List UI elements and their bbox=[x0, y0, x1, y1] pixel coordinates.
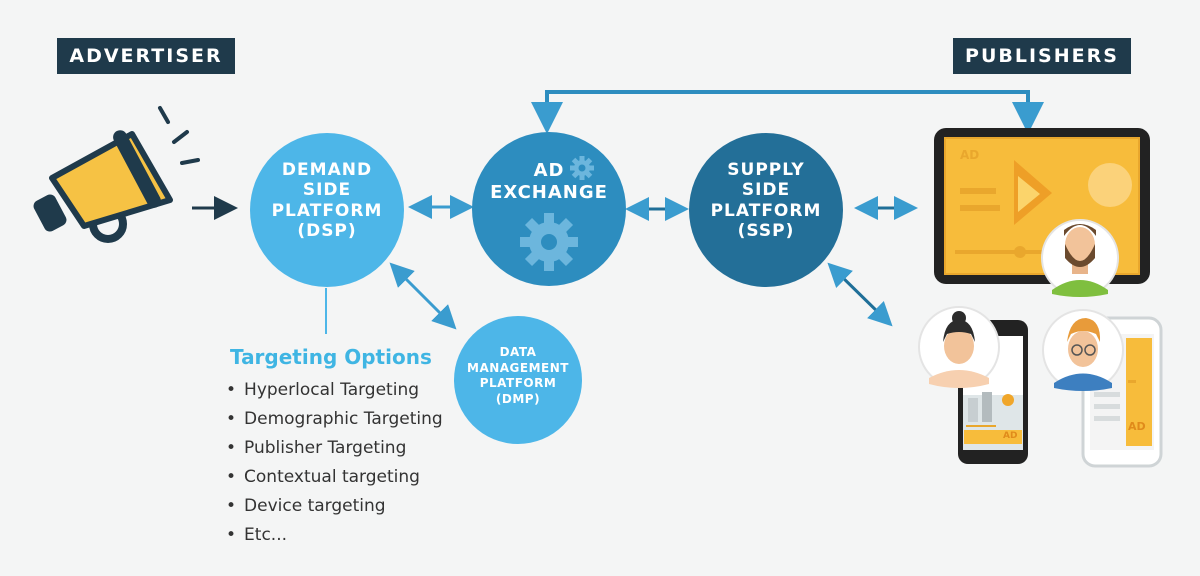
ssp-mobile-arrow bbox=[827, 262, 893, 327]
dmp-circle bbox=[454, 316, 582, 444]
dsp-line-3: PLATFORM bbox=[271, 200, 383, 221]
ssp-text: SUPPLY SIDE PLATFORM (SSP) bbox=[696, 160, 836, 242]
dmp-line-3: PLATFORM bbox=[479, 376, 557, 391]
dmp-line-4: (DMP) bbox=[495, 391, 541, 406]
man-beard-avatar bbox=[1041, 219, 1119, 297]
adx-line-2: EXCHANGE bbox=[490, 181, 608, 203]
adx-text: AD EXCHANGE bbox=[479, 160, 619, 203]
megaphone-icon bbox=[33, 106, 200, 243]
targeting-list: Hyperlocal Targeting Demographic Targeti… bbox=[226, 376, 443, 550]
ssp-line-3: PLATFORM bbox=[710, 200, 822, 221]
publishers-label: PUBLISHERS bbox=[953, 38, 1131, 74]
phone-ad-label: AD bbox=[1003, 431, 1018, 441]
adx-publisher-arrow bbox=[531, 90, 1044, 134]
targeting-item: Demographic Targeting bbox=[226, 405, 443, 434]
dsp-dmp-arrow bbox=[389, 262, 457, 330]
ssp-line-1: SUPPLY bbox=[727, 160, 805, 180]
woman-avatar bbox=[918, 306, 1000, 388]
targeting-item: Contextual targeting bbox=[226, 463, 443, 492]
dsp-line-1: DEMAND bbox=[281, 160, 373, 180]
ssp-circle bbox=[689, 133, 843, 287]
ssp-line-4: (SSP) bbox=[737, 221, 795, 242]
targeting-item: Etc... bbox=[226, 521, 443, 550]
advertiser-label: ADVERTISER bbox=[57, 38, 235, 74]
ssp-line-2: SIDE bbox=[741, 180, 791, 201]
dsp-text: DEMAND SIDE PLATFORM (DSP) bbox=[257, 160, 397, 242]
dmp-line-1: DATA bbox=[499, 345, 537, 359]
targeting-title: Targeting Options bbox=[230, 345, 432, 369]
dmp-text: DATA MANAGEMENT PLATFORM (DMP) bbox=[458, 345, 578, 407]
phone2-ad-label: AD bbox=[1128, 420, 1146, 433]
targeting-item: Publisher Targeting bbox=[226, 434, 443, 463]
dsp-line-2: SIDE bbox=[302, 180, 352, 201]
adx-line-1: AD bbox=[533, 160, 565, 181]
dsp-circle bbox=[250, 133, 404, 287]
dmp-line-2: MANAGEMENT bbox=[467, 360, 569, 375]
man-glasses-avatar bbox=[1042, 309, 1124, 391]
dsp-line-4: (DSP) bbox=[297, 221, 357, 242]
large-gear-icon bbox=[520, 213, 578, 271]
targeting-item: Hyperlocal Targeting bbox=[226, 376, 443, 405]
tablet-ad-label: AD bbox=[960, 148, 980, 162]
targeting-item: Device targeting bbox=[226, 492, 443, 521]
